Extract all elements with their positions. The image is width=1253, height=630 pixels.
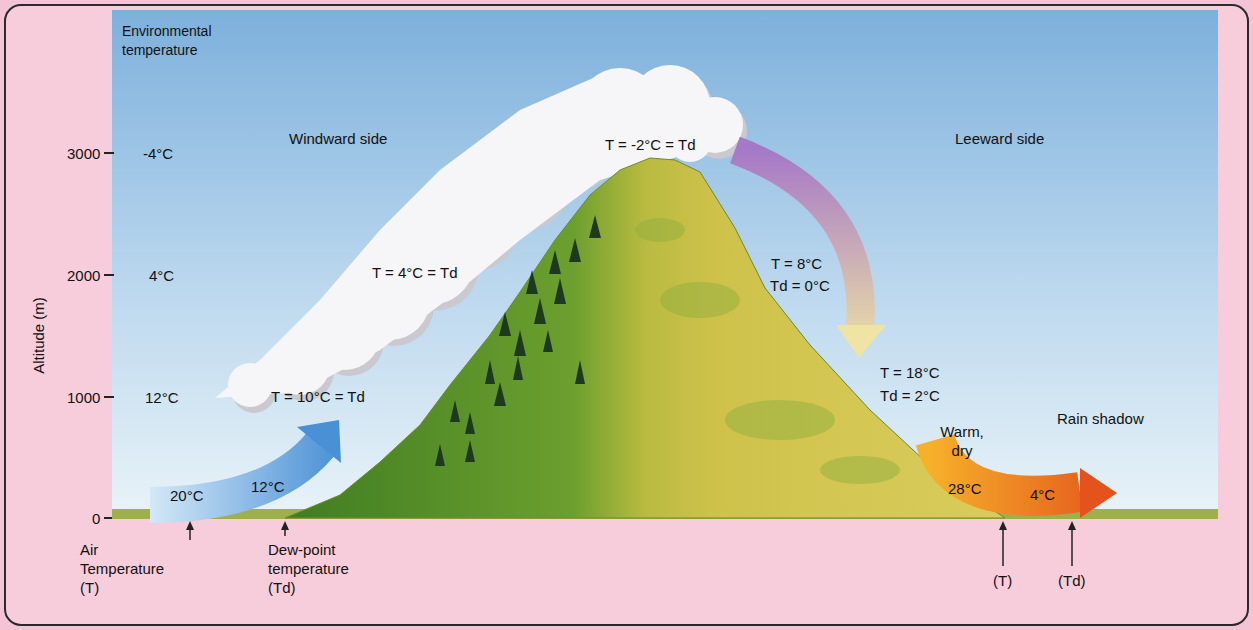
trees <box>435 215 601 466</box>
arrow-reading: 20°C <box>170 486 204 505</box>
axis-ticks <box>104 153 114 518</box>
parcel-reading: T = 18°C <box>880 363 940 382</box>
environmental-temperature-value: 4°C <box>149 266 174 285</box>
sky <box>112 10 1218 518</box>
parcel-reading: Td = 0°C <box>770 276 830 295</box>
descending-air-arrow <box>735 150 886 358</box>
axis-title: Altitude (m) <box>29 297 48 374</box>
pointer-label: Dew-point temperature (Td) <box>268 540 368 597</box>
rising-air-arrow <box>150 420 341 505</box>
pointer-label: (Td) <box>1058 571 1086 590</box>
arrow-label: Warm, dry <box>932 422 992 460</box>
altitude-tick-label: 1000 <box>67 388 100 407</box>
mountain <box>285 158 1005 518</box>
arrow-reading: 28°C <box>948 479 982 498</box>
arrow-reading: 12°C <box>251 477 285 496</box>
altitude-tick-label: 3000 <box>67 144 100 163</box>
side-label: Windward side <box>289 129 387 148</box>
parcel-reading: T = 8°C <box>771 254 822 273</box>
frame <box>5 5 1248 625</box>
environmental-temperature-value: -4°C <box>143 144 173 163</box>
parcel-reading: T = -2°C = Td <box>605 135 695 154</box>
altitude-tick-label: 2000 <box>67 266 100 285</box>
pointer-label: Air Temperature (T) <box>80 540 175 597</box>
region-label: Rain shadow <box>1057 409 1144 428</box>
parcel-reading: T = 10°C = Td <box>271 387 365 406</box>
parcel-reading: Td = 2°C <box>880 386 940 405</box>
environmental-temperature-value: 12°C <box>145 388 179 407</box>
pointer-label: (T) <box>993 571 1012 590</box>
altitude-tick-label: 0 <box>92 509 100 528</box>
parcel-reading: T = 4°C = Td <box>372 263 458 282</box>
side-label: Leeward side <box>955 129 1044 148</box>
environmental-temperature-heading: Environmental temperature <box>122 22 232 60</box>
arrow-reading: 4°C <box>1030 485 1055 504</box>
